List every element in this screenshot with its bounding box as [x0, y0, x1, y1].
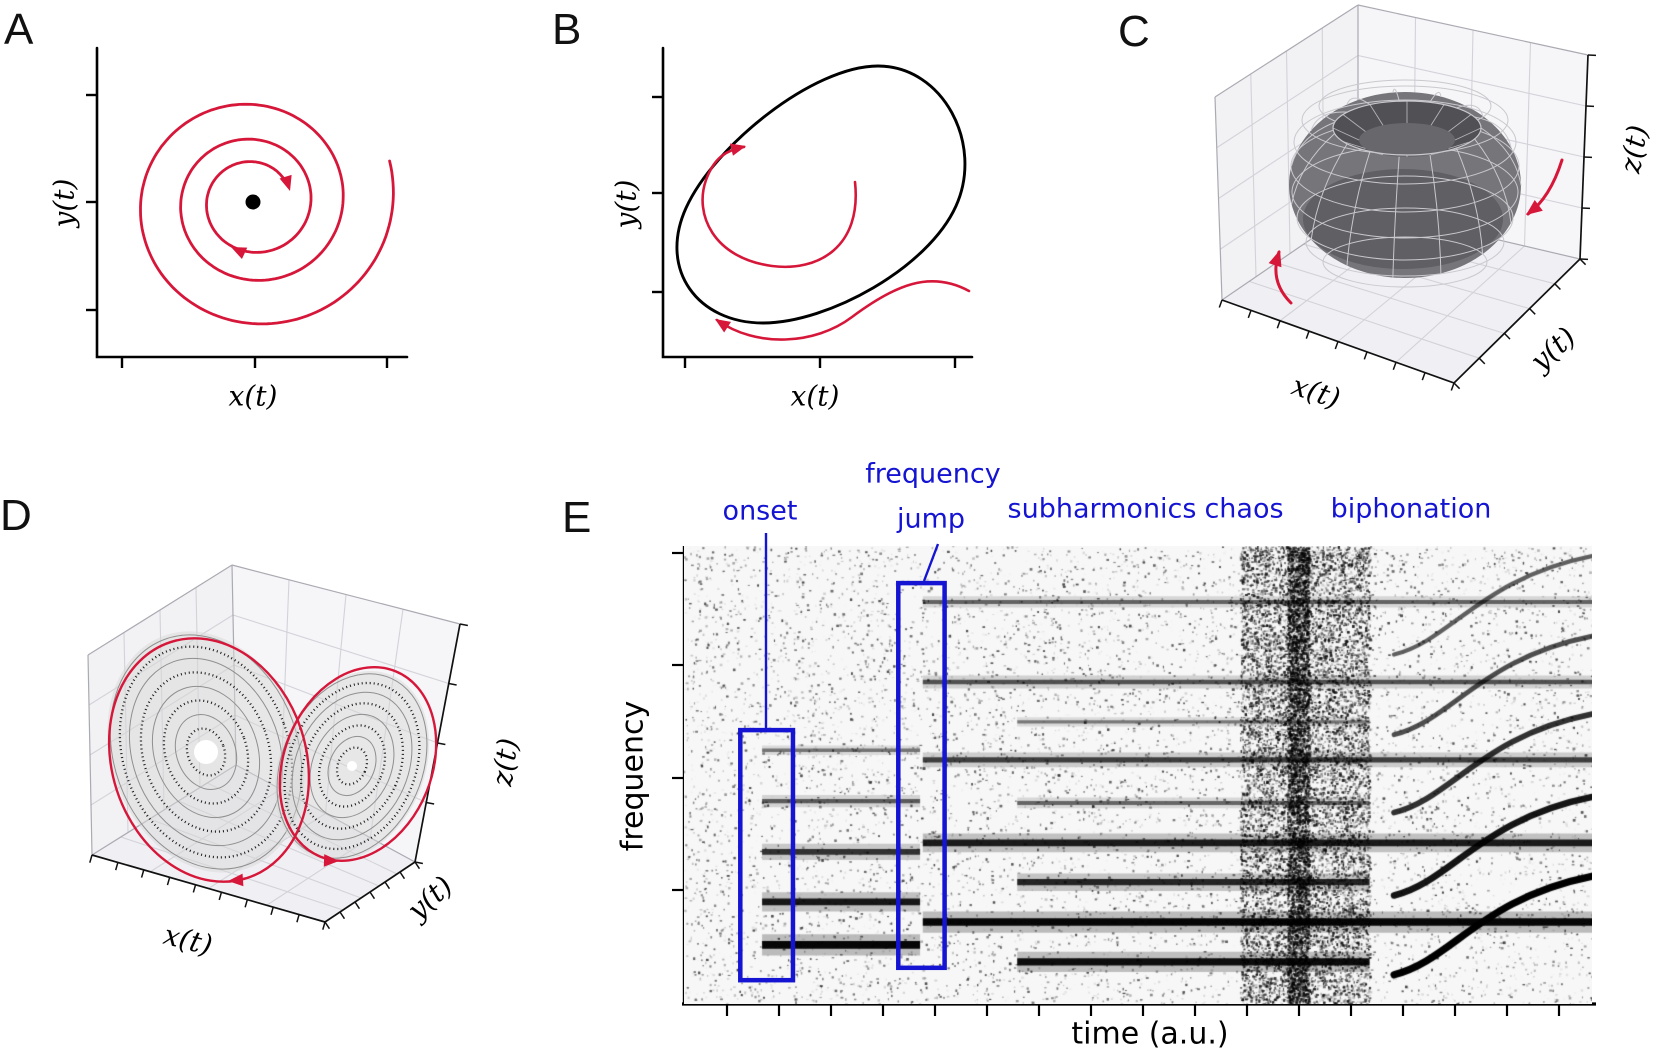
- panel-a-ylabel: y(t): [47, 178, 81, 228]
- panel-e-ylabel: frequency: [615, 700, 651, 852]
- panel-e-xlabel: time (a.u.): [1071, 1016, 1229, 1052]
- limit-cycle: [675, 64, 967, 325]
- arrowhead-icon: [1526, 200, 1543, 215]
- panel-letter-b: B: [552, 5, 582, 54]
- panel-d-zlabel: z(t): [485, 736, 525, 788]
- annotation-frequency-jump-line1: frequency: [865, 458, 1001, 490]
- annotation-subharmonics: subharmonics: [1007, 493, 1197, 525]
- torus-attractor: [1289, 79, 1522, 288]
- spectrogram-canvas: [684, 546, 1592, 1004]
- panel-b-ylabel: y(t): [609, 179, 643, 229]
- frequency-jump-highlight-box: [896, 580, 947, 971]
- outer-trajectory: [715, 279, 971, 341]
- spiral-trajectory: [139, 102, 395, 326]
- panel-c-flow-arrows: [1268, 158, 1564, 305]
- panel-b-xlabel: x(t): [790, 379, 840, 413]
- panel-letter-a: A: [4, 5, 34, 54]
- annotation-onset: onset: [722, 495, 798, 527]
- arrowhead-icon: [231, 247, 248, 260]
- inner-spiral-trajectory: [701, 145, 858, 269]
- arrowhead-icon: [323, 854, 339, 867]
- panel-b-plot: [652, 46, 974, 368]
- panel-d-red-orbit: [107, 637, 438, 887]
- arrowhead-icon: [715, 319, 732, 333]
- panel-a-xlabel: x(t): [228, 379, 278, 413]
- arrowhead-icon: [729, 143, 746, 156]
- annotation-frequency-jump-line2: jump: [896, 503, 966, 535]
- lorenz-attractor: [107, 631, 430, 873]
- panel-a-plot: [86, 46, 409, 368]
- fixed-point-dot: [245, 194, 261, 210]
- annotation-biphonation: biphonation: [1330, 493, 1492, 525]
- arrowhead-icon: [279, 174, 292, 191]
- panel-letter-e: E: [562, 493, 592, 542]
- highlight-boxes: [738, 533, 947, 983]
- panel-letter-d: D: [0, 491, 32, 540]
- annotation-chaos: chaos: [1204, 493, 1284, 525]
- panel-letter-c: C: [1118, 7, 1150, 56]
- arrowhead-icon: [228, 873, 244, 887]
- arrowhead-icon: [1268, 250, 1282, 268]
- onset-highlight-box: [738, 727, 796, 983]
